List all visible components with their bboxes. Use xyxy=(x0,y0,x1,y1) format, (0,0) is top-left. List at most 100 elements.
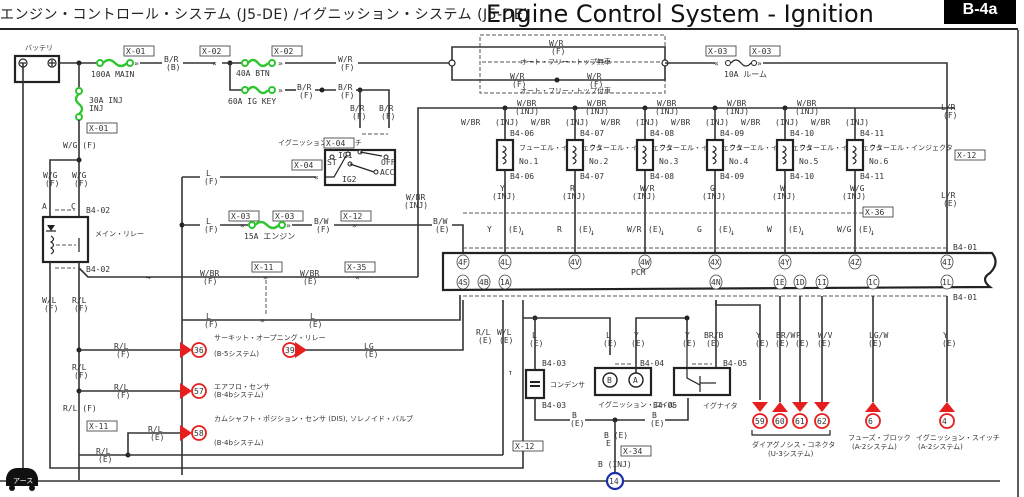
svg-text:R/L: R/L xyxy=(114,342,129,351)
fuse-block-label: フューズ・ブロック xyxy=(848,433,911,442)
svg-text:(INJ): (INJ) xyxy=(655,107,679,116)
svg-text:アース: アース xyxy=(13,477,33,485)
svg-text:↑: ↑ xyxy=(508,368,513,377)
svg-text:(INJ): (INJ) xyxy=(632,192,656,201)
svg-text:E: E xyxy=(606,439,611,448)
svg-text:B/R: B/R xyxy=(338,83,353,92)
svg-text:R/L (F): R/L (F) xyxy=(63,404,97,413)
svg-text:1D: 1D xyxy=(795,278,805,287)
svg-text:14: 14 xyxy=(609,477,619,486)
svg-text:(F): (F) xyxy=(116,350,130,359)
svg-text:↓: ↓ xyxy=(660,228,665,237)
svg-text:(E): (E) xyxy=(435,225,449,234)
igniter xyxy=(672,366,732,397)
fuse-10a-room xyxy=(725,59,757,67)
svg-text:LG: LG xyxy=(364,342,374,351)
svg-text:W/R: W/R xyxy=(338,55,353,64)
svg-text:C: C xyxy=(71,202,76,211)
svg-text:P: P xyxy=(796,331,801,340)
svg-text:1A: 1A xyxy=(500,278,510,287)
svg-text:BR/W: BR/W xyxy=(776,331,795,340)
ground-icon xyxy=(6,468,38,491)
svg-text:B/R: B/R xyxy=(164,55,179,64)
battery-positive-icon xyxy=(47,58,57,68)
svg-text:(F): (F) xyxy=(340,63,354,72)
svg-text:(INJ): (INJ) xyxy=(845,118,869,127)
svg-text:(F): (F) xyxy=(316,225,330,234)
svg-text:Y: Y xyxy=(634,331,639,340)
pcm-pin-4N: 4N xyxy=(709,274,723,290)
svg-text:(E): (E) xyxy=(775,339,789,348)
svg-text:W/BR: W/BR xyxy=(531,118,550,127)
svg-text:X-04: X-04 xyxy=(326,139,345,148)
main-relay xyxy=(41,215,90,264)
svg-text:W: W xyxy=(767,225,772,234)
svg-text:(INJ): (INJ) xyxy=(562,192,586,201)
svg-text:R/L: R/L xyxy=(72,296,87,305)
connector-x01-inj: X-01 xyxy=(89,124,108,133)
svg-text:B4-07: B4-07 xyxy=(580,172,604,181)
connector-x02b: X-02 xyxy=(274,47,293,56)
pcm-pin-1E: 1E xyxy=(773,274,787,290)
svg-text:W/BR: W/BR xyxy=(300,269,319,278)
svg-text:«: « xyxy=(240,221,245,230)
pcm-pin-4W: 4W xyxy=(638,254,652,270)
svg-text:(E): (E) xyxy=(499,336,513,345)
svg-text:X-03: X-03 xyxy=(275,212,294,221)
svg-text:(F): (F) xyxy=(204,177,218,186)
svg-text:(F): (F) xyxy=(204,225,218,234)
pcm-pin-4F: 4F xyxy=(456,254,470,270)
page-code-badge: B-4a xyxy=(944,0,1016,24)
svg-text:4S: 4S xyxy=(458,278,468,287)
svg-text:36: 36 xyxy=(194,346,204,355)
svg-text:4V: 4V xyxy=(570,258,580,267)
svg-text:B/R: B/R xyxy=(350,104,365,113)
connector-x02: X-02 xyxy=(202,47,221,56)
svg-text:(F): (F) xyxy=(74,179,88,188)
svg-text:X-12: X-12 xyxy=(957,151,976,160)
injector-wire-color: W/G xyxy=(850,184,865,193)
svg-text:W/BR: W/BR xyxy=(517,99,536,108)
svg-text:(F): (F) xyxy=(340,91,354,100)
svg-text:BR/B: BR/B xyxy=(704,331,723,340)
svg-text:R/L: R/L xyxy=(148,425,163,434)
svg-text:W/L: W/L xyxy=(497,328,512,337)
injector-connector: B4-08 xyxy=(650,129,674,138)
svg-text:B4-01: B4-01 xyxy=(953,293,977,302)
svg-text:R/L: R/L xyxy=(476,328,491,337)
svg-text:B4-11: B4-11 xyxy=(860,172,884,181)
svg-text:(E): (E) xyxy=(508,225,522,234)
pcm-pin-1A: 1A xyxy=(498,274,512,290)
svg-text:R/L: R/L xyxy=(96,447,111,456)
svg-text:(INJ): (INJ) xyxy=(842,192,866,201)
svg-text:B4-03: B4-03 xyxy=(542,401,566,410)
svg-text:»: » xyxy=(286,221,291,230)
injector-connector: B4-07 xyxy=(580,129,604,138)
svg-text:4: 4 xyxy=(942,417,947,426)
svg-text:»: » xyxy=(134,59,139,68)
svg-text:»: » xyxy=(278,86,283,95)
svg-text:X-12: X-12 xyxy=(515,442,534,451)
svg-text:G: G xyxy=(697,225,702,234)
svg-text:(INJ): (INJ) xyxy=(772,192,796,201)
svg-text:(A-2システム): (A-2システム) xyxy=(852,443,897,451)
svg-text:B (E): B (E) xyxy=(604,431,628,440)
reference-4: Y(E)4 xyxy=(939,296,956,429)
svg-text:↓: ↓ xyxy=(590,228,595,237)
svg-text:B/W: B/W xyxy=(433,217,448,226)
fuel-injector-3: W/BR(INJ)W/BR(INJ)B4-08フューエル・インジェクタNo.3B… xyxy=(601,99,743,253)
pcm-pin-1I: 1I xyxy=(815,274,829,290)
svg-text:«: « xyxy=(212,59,217,68)
svg-text:W/G: W/G xyxy=(837,225,852,234)
fuse-label: 100A MAIN xyxy=(91,70,135,79)
svg-text:(E): (E) xyxy=(706,339,720,348)
svg-text:Y: Y xyxy=(487,225,492,234)
injector-name: フューエル・インジェクタ xyxy=(729,143,813,152)
connector-x36: X-36 xyxy=(865,208,884,217)
svg-text:(F): (F) xyxy=(45,179,59,188)
svg-text:L: L xyxy=(206,312,211,321)
svg-text:(E): (E) xyxy=(150,433,164,442)
svg-text:B/R: B/R xyxy=(379,104,394,113)
svg-text:(INJ): (INJ) xyxy=(515,107,539,116)
ignition-switch-ref-label: イグニッション・スイッチ xyxy=(916,433,1000,442)
